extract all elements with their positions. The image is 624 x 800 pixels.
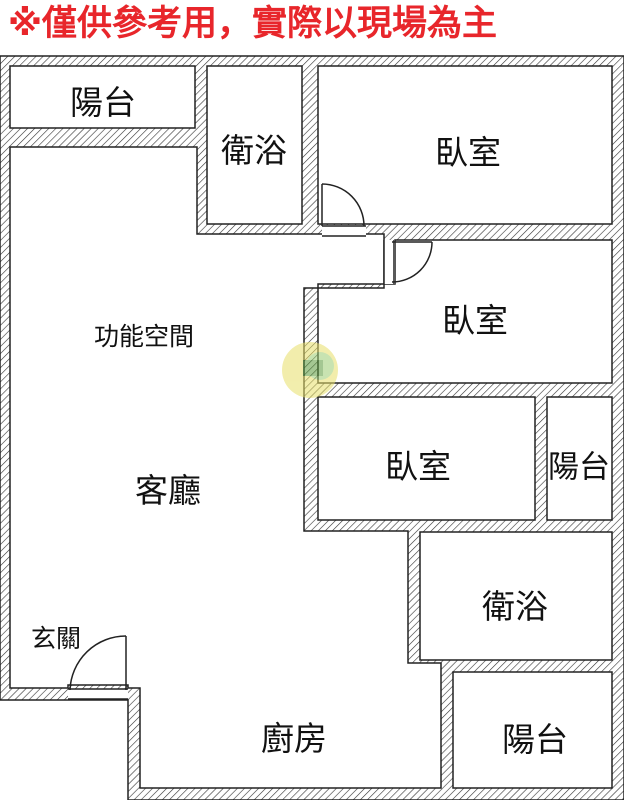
room-label-bathroom: 衛浴 (482, 587, 548, 626)
door-opening-bedroom-2 (384, 240, 395, 284)
room-label-entrance: 玄關 (30, 624, 82, 653)
door-bedroom-2 (383, 240, 433, 284)
room-label-balcony: 陽台 (70, 83, 136, 122)
room-label-bathroom: 衛浴 (221, 131, 287, 170)
room-label-function-space: 功能空間 (93, 322, 195, 351)
door-bedroom (321, 183, 366, 237)
room-label-balcony: 陽台 (548, 449, 610, 486)
door-opening-bedroom (322, 225, 366, 238)
room-label-balcony: 陽台 (502, 720, 568, 759)
room-label-bedroom: 臥室 (385, 447, 451, 486)
room-label-living-room: 客廳 (135, 471, 201, 510)
room-label-bedroom: 臥室 (442, 301, 508, 340)
room-label-bedroom: 臥室 (435, 133, 501, 172)
door-entrance (68, 635, 128, 700)
room-label-kitchen: 廚房 (261, 719, 327, 758)
watermark-logo (282, 342, 338, 398)
disclaimer-text: ※僅供參考用，實際以現場為主 (8, 4, 498, 44)
door-opening-entrance (68, 689, 128, 699)
